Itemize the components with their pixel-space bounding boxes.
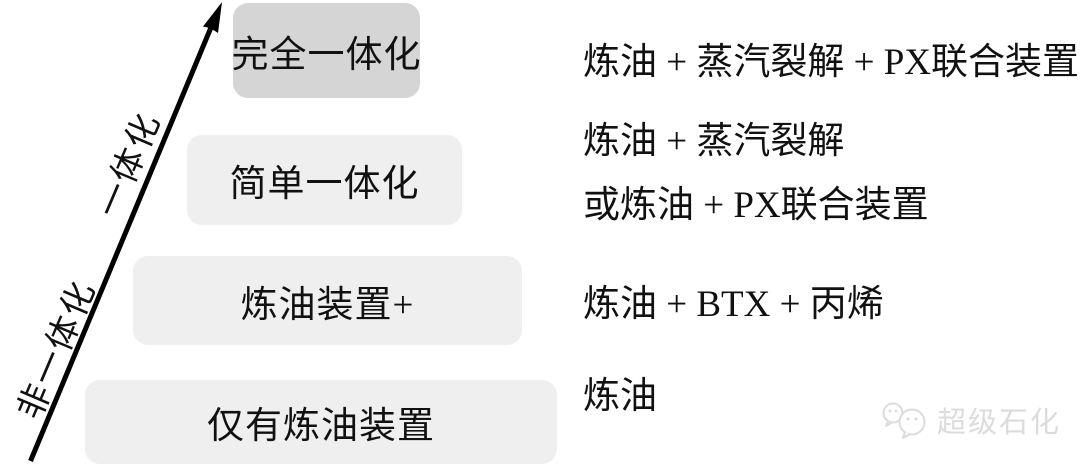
level-box-label: 简单一体化 (229, 164, 420, 205)
watermark: 超级石化 (880, 399, 1061, 441)
level-box-refinery-plus: 炼油装置+ (133, 256, 522, 345)
level-box-full-integration: 完全一体化 (231, 3, 422, 98)
wechat-icon (882, 402, 926, 439)
integration-axis-arrow-icon (28, 2, 222, 462)
level-desc-refinery-plus: 炼油 + BTX + 丙烯 (583, 284, 884, 325)
level-desc-simple-integration-line1: 炼油 + 蒸汽裂解 (583, 121, 845, 162)
level-box-simple-integration: 简单一体化 (187, 135, 462, 225)
level-desc-full-integration: 炼油 + 蒸汽裂解 + PX联合装置 (583, 42, 1080, 83)
level-box-refinery-only: 仅有炼油装置 (85, 380, 557, 464)
level-box-label: 炼油装置+ (240, 284, 415, 326)
level-desc-refinery-only: 炼油 (583, 376, 657, 417)
level-desc-simple-integration-line2: 或炼油 + PX联合装置 (583, 185, 929, 226)
level-box-label: 完全一体化 (231, 34, 422, 76)
level-box-label: 仅有炼油装置 (207, 406, 435, 447)
watermark-text: 超级石化 (937, 407, 1062, 439)
